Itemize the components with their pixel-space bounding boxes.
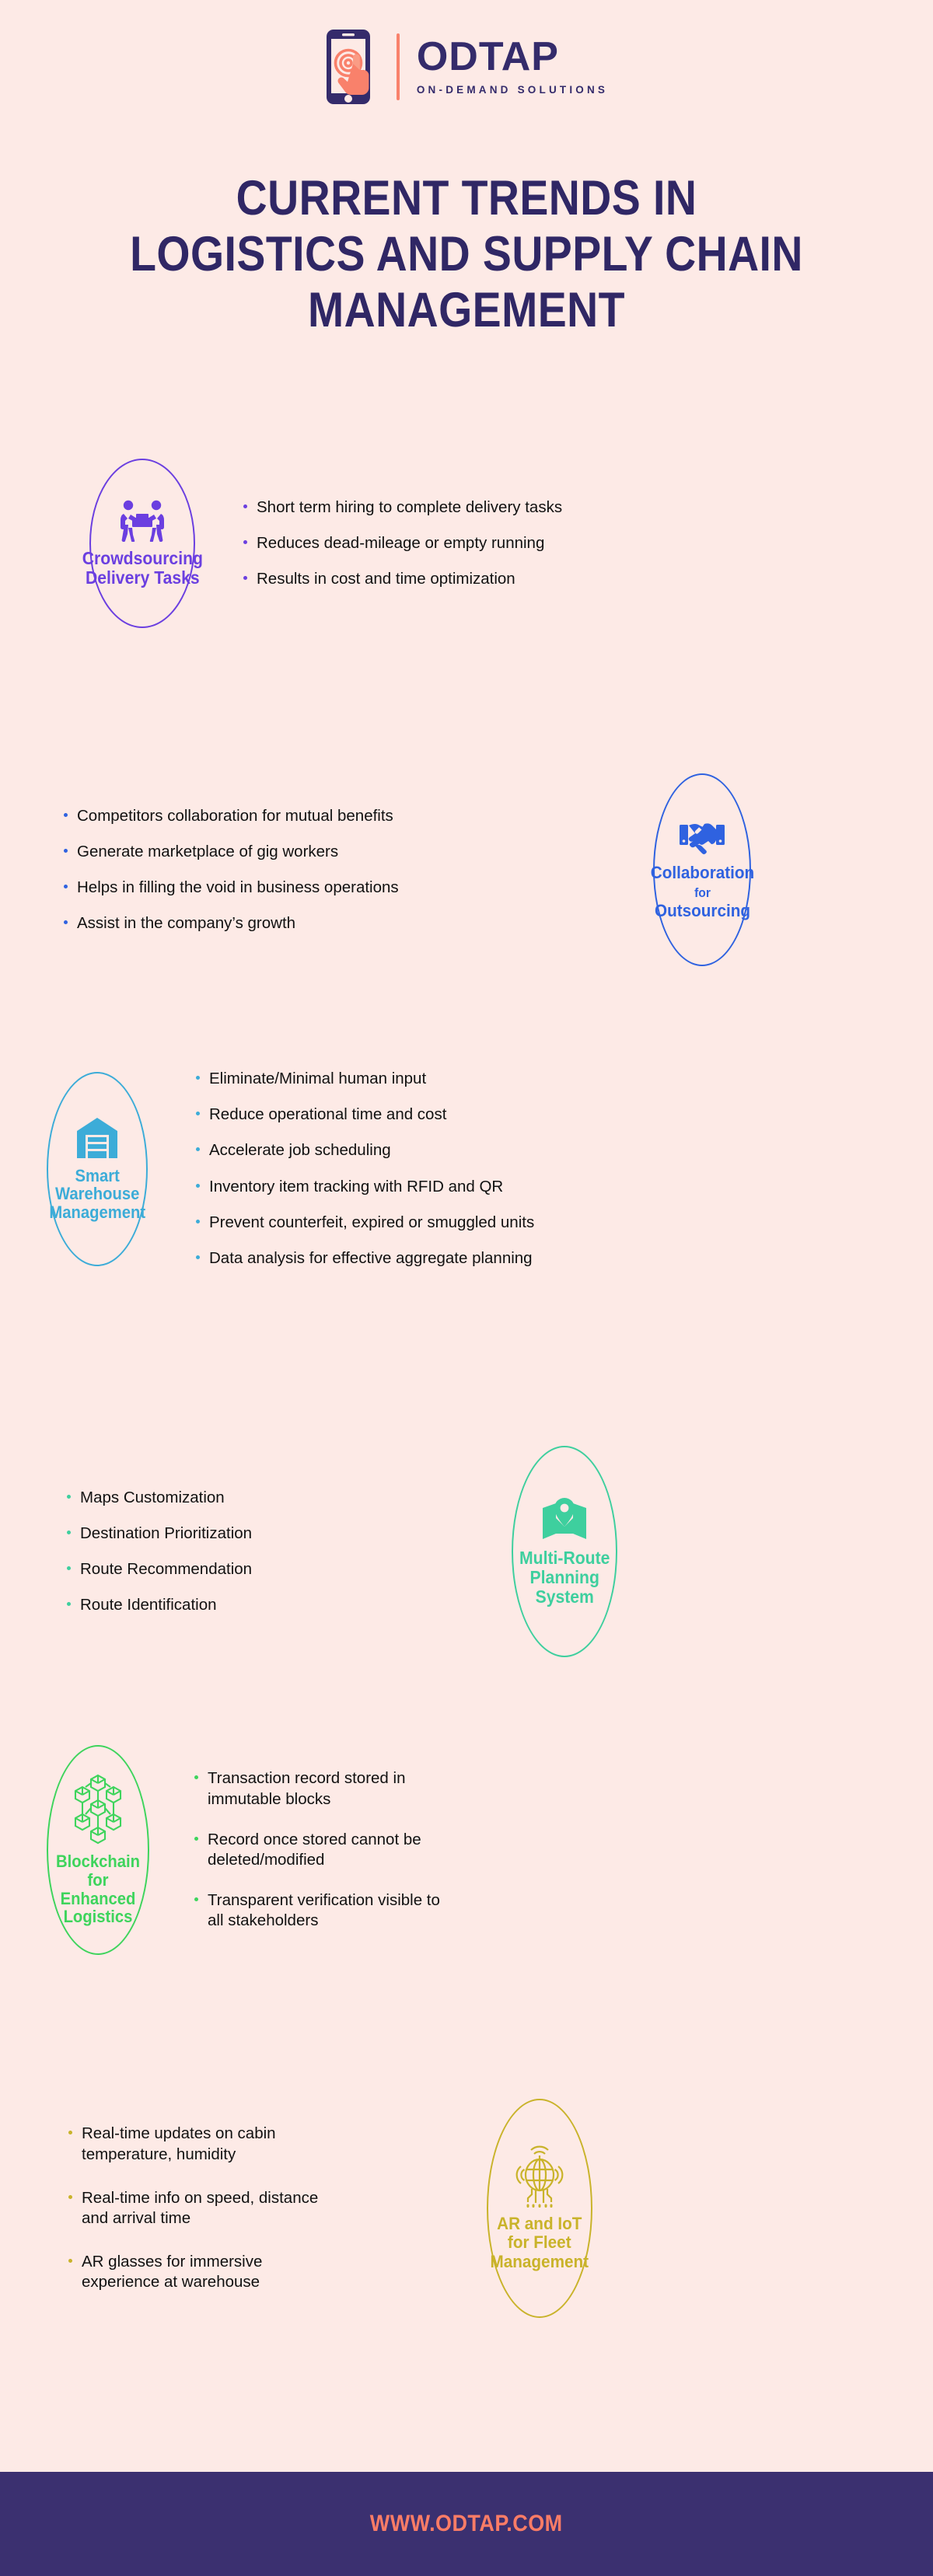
logo-divider: [396, 33, 400, 100]
badge-smart-warehouse[interactable]: Smart Warehouse Management: [47, 1071, 148, 1266]
list-item: Route Identification: [67, 1595, 471, 1615]
footer-bar: WWW.ODTAP.COM: [0, 2472, 933, 2576]
list-item: Eliminate/Minimal human input: [196, 1069, 740, 1089]
list-item: Helps in filling the void in business op…: [64, 878, 639, 898]
list-item: Prevent counterfeit, expired or smuggled…: [196, 1213, 740, 1233]
section-multi-route: Maps Customization Destination Prioritiz…: [0, 1446, 933, 1657]
list-item: Accelerate job scheduling: [196, 1140, 740, 1161]
section-crowdsourcing: Crowdsourcing Delivery Tasks Short term …: [0, 459, 933, 628]
brand-tagline: ON-DEMAND SOLUTIONS: [416, 83, 609, 96]
badge-blockchain[interactable]: Blockchain for Enhanced Logistics: [47, 1745, 149, 1955]
list-item: Transparent verification visible to all …: [194, 1890, 443, 1931]
list-item: Assist in the company’s growth: [64, 913, 639, 934]
bullet-list-smart-warehouse: Eliminate/Minimal human input Reduce ope…: [196, 1069, 740, 1269]
bullet-list-ar-iot: Real-time updates on cabin temperature, …: [68, 2124, 333, 2292]
list-item: Maps Customization: [67, 1488, 471, 1508]
list-item: Short term hiring to complete delivery t…: [243, 497, 725, 518]
list-item: AR glasses for immersive experience at w…: [68, 2252, 333, 2292]
list-item: Competitors collaboration for mutual ben…: [64, 806, 639, 826]
list-item: Reduces dead-mileage or empty running: [243, 533, 725, 553]
list-item: Real-time updates on cabin temperature, …: [68, 2124, 333, 2164]
bullet-list-collaboration: Competitors collaboration for mutual ben…: [64, 806, 639, 934]
badge-label: Smart Warehouse Management: [49, 1165, 145, 1223]
badge-label: Crowdsourcing Delivery Tasks: [82, 547, 203, 588]
badge-label: Blockchain for Enhanced Logistics: [56, 1852, 140, 1927]
brand-logo: ODTAP ON-DEMAND SOLUTIONS: [0, 28, 933, 106]
list-item: Results in cost and time optimization: [243, 569, 725, 589]
phone-tap-icon: [325, 28, 383, 106]
section-smart-warehouse: Smart Warehouse Management Eliminate/Min…: [0, 1069, 933, 1269]
badge-label: Multi-Route Planning System: [519, 1548, 610, 1607]
list-item: Reduce operational time and cost: [196, 1105, 740, 1125]
map-pin-icon: [540, 1496, 589, 1545]
list-item: Destination Prioritization: [67, 1524, 471, 1544]
blockchain-nodes-icon: [72, 1774, 124, 1849]
list-item: Data analysis for effective aggregate pl…: [196, 1248, 740, 1269]
section-collaboration: Competitors collaboration for mutual ben…: [0, 773, 933, 966]
list-item: Record once stored cannot be deleted/mod…: [194, 1830, 443, 1870]
two-people-carrying-box-icon: [118, 500, 166, 546]
badge-multi-route[interactable]: Multi-Route Planning System: [512, 1446, 617, 1657]
footer-url[interactable]: WWW.ODTAP.COM: [370, 2511, 563, 2536]
badge-ar-iot[interactable]: AR and IoT for Fleet Management: [487, 2099, 592, 2318]
iot-globe-icon: [513, 2145, 566, 2211]
list-item: Route Recommendation: [67, 1559, 471, 1579]
badge-label: Collaboration for Outsourcing: [650, 863, 754, 920]
brand-name: ODTAP: [416, 34, 559, 80]
list-item: Inventory item tracking with RFID and QR: [196, 1177, 740, 1197]
badge-crowdsourcing[interactable]: Crowdsourcing Delivery Tasks: [82, 459, 203, 628]
bullet-list-crowdsourcing: Short term hiring to complete delivery t…: [243, 497, 725, 590]
bullet-list-multi-route: Maps Customization Destination Prioritiz…: [67, 1488, 471, 1616]
warehouse-icon: [75, 1116, 120, 1164]
badge-label: AR and IoT for Fleet Management: [490, 2214, 589, 2271]
section-ar-iot: Real-time updates on cabin temperature, …: [0, 2099, 933, 2318]
list-item: Transaction record stored in immutable b…: [194, 1768, 443, 1809]
list-item: Real-time info on speed, distance and ar…: [68, 2188, 333, 2229]
bullet-list-blockchain: Transaction record stored in immutable b…: [194, 1768, 443, 1931]
handshake-icon: [678, 819, 726, 860]
list-item: Generate marketplace of gig workers: [64, 842, 639, 862]
section-blockchain: Blockchain for Enhanced Logistics Transa…: [0, 1745, 933, 1955]
badge-collaboration[interactable]: Collaboration for Outsourcing: [650, 773, 754, 966]
page-title: CURRENT TRENDS IN LOGISTICS AND SUPPLY C…: [130, 171, 803, 337]
